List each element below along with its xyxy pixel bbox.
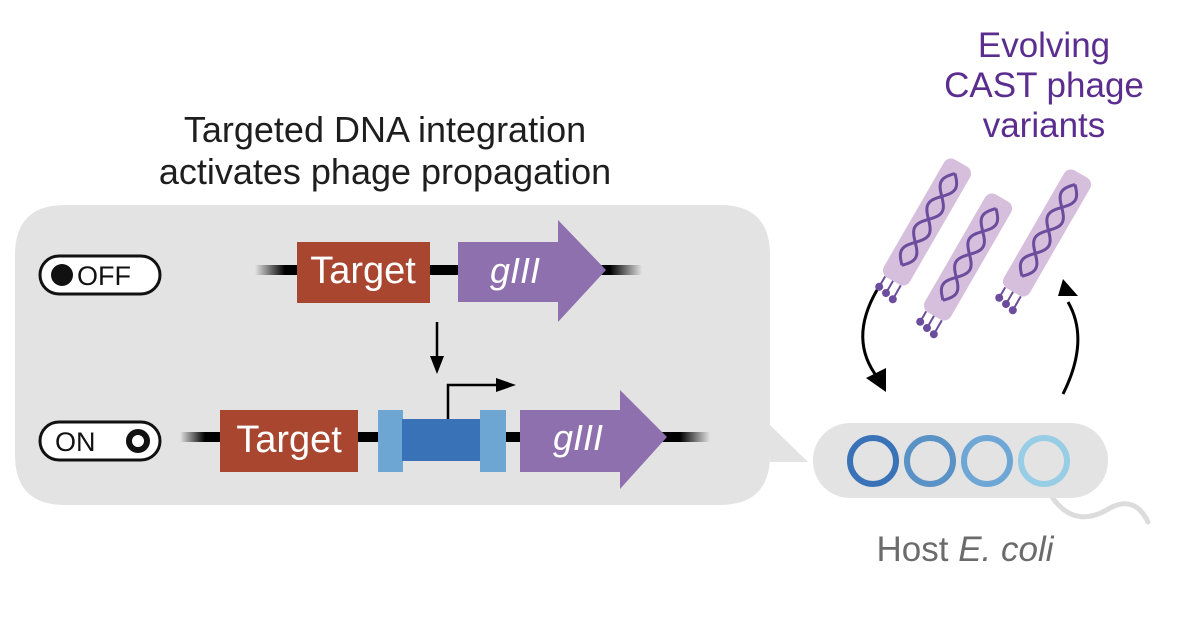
phage-tail-tip	[995, 293, 1004, 302]
phage-title-line-3: variants	[983, 106, 1106, 145]
integrated-cargo	[378, 410, 506, 472]
on-toggle[interactable]: ON	[38, 420, 162, 462]
phage-tail-tip	[916, 317, 925, 326]
plasmid-icon	[904, 435, 956, 487]
flagellum	[1049, 494, 1151, 525]
promoter	[446, 378, 516, 419]
phage-dna-strand	[1021, 183, 1076, 278]
cycle-arrows	[861, 279, 1080, 395]
host-cell-body	[813, 423, 1108, 498]
dna-line	[285, 265, 610, 275]
off-toggle-label: OFF	[77, 261, 131, 291]
off-target-label: Target	[310, 250, 416, 292]
plasmid-group	[847, 435, 1070, 487]
on-toggle-knob-icon	[126, 429, 150, 453]
phage-tail-tip	[923, 324, 931, 333]
on-construct: Target gIII	[180, 378, 710, 489]
title-line-1: Targeted DNA integration	[184, 109, 586, 150]
phage-tail-fiber	[927, 315, 935, 327]
promoter-arrow-icon	[496, 378, 516, 392]
phage-tail-tip	[875, 282, 884, 291]
host-ecoli	[813, 423, 1151, 525]
off-target-box	[297, 242, 430, 303]
phage-capsid	[882, 158, 972, 286]
dna-line-fade-right	[610, 265, 642, 275]
dna-line-fade-left	[255, 265, 285, 275]
phage-tail-tip	[929, 330, 938, 339]
off-giii-label: gIII	[490, 250, 540, 291]
phage-dna-strand	[901, 172, 956, 267]
plasmid-icon	[961, 435, 1013, 487]
title-line-2: activates phage propagation	[159, 151, 611, 192]
dna-line-fade-right	[680, 432, 710, 442]
phage	[995, 169, 1092, 315]
off-toggle[interactable]: OFF	[38, 254, 162, 296]
phage-dna-strand	[942, 207, 997, 302]
phage-tail-tip	[1008, 306, 1017, 315]
host-label-prefix: Host	[876, 530, 958, 569]
phage-capsid	[923, 193, 1013, 321]
off-construct: Target gIII	[255, 220, 642, 322]
on-toggle-label: ON	[55, 427, 96, 457]
cargo-core	[402, 419, 480, 461]
host-label-species: E. coli	[958, 530, 1055, 569]
host-label: Host E. coli	[876, 530, 1054, 569]
on-giii-label: gIII	[553, 417, 603, 458]
plasmid-icon	[1018, 435, 1070, 487]
phage-tail-fiber	[892, 284, 902, 299]
cargo-left-end	[378, 410, 403, 472]
phage-tail-fiber	[886, 280, 894, 292]
release-arrow-head-icon	[1058, 279, 1078, 296]
phage-tail-fiber	[1012, 295, 1022, 310]
down-arrow-icon	[430, 356, 444, 374]
off-giii-arrow	[458, 220, 606, 322]
cargo-right-end	[480, 410, 506, 472]
dna-line-fade-left	[180, 432, 205, 442]
phage-tail-fiber	[933, 319, 943, 334]
on-giii-arrow	[520, 390, 667, 489]
plasmid-icon	[847, 435, 899, 487]
phage-tail-tip	[1002, 300, 1010, 309]
off-toggle-knob-icon	[51, 264, 73, 286]
release-arrow	[1061, 301, 1080, 395]
phage-tail-tip	[888, 295, 897, 304]
phage-tail-tip	[882, 289, 890, 298]
integration-arrow	[430, 322, 444, 374]
infection-arrow-head-icon	[866, 368, 886, 392]
infection-arrow	[861, 289, 880, 379]
phage-tail-fiber	[1006, 291, 1014, 303]
phage	[916, 193, 1013, 339]
phage-title-line-2: CAST phage	[944, 66, 1144, 105]
phage-group	[875, 158, 1092, 339]
phage-capsid	[1002, 169, 1092, 297]
on-target-box	[220, 410, 358, 472]
phage	[875, 158, 972, 304]
phage-title-line-1: Evolving	[978, 26, 1110, 65]
on-target-label: Target	[236, 419, 342, 461]
